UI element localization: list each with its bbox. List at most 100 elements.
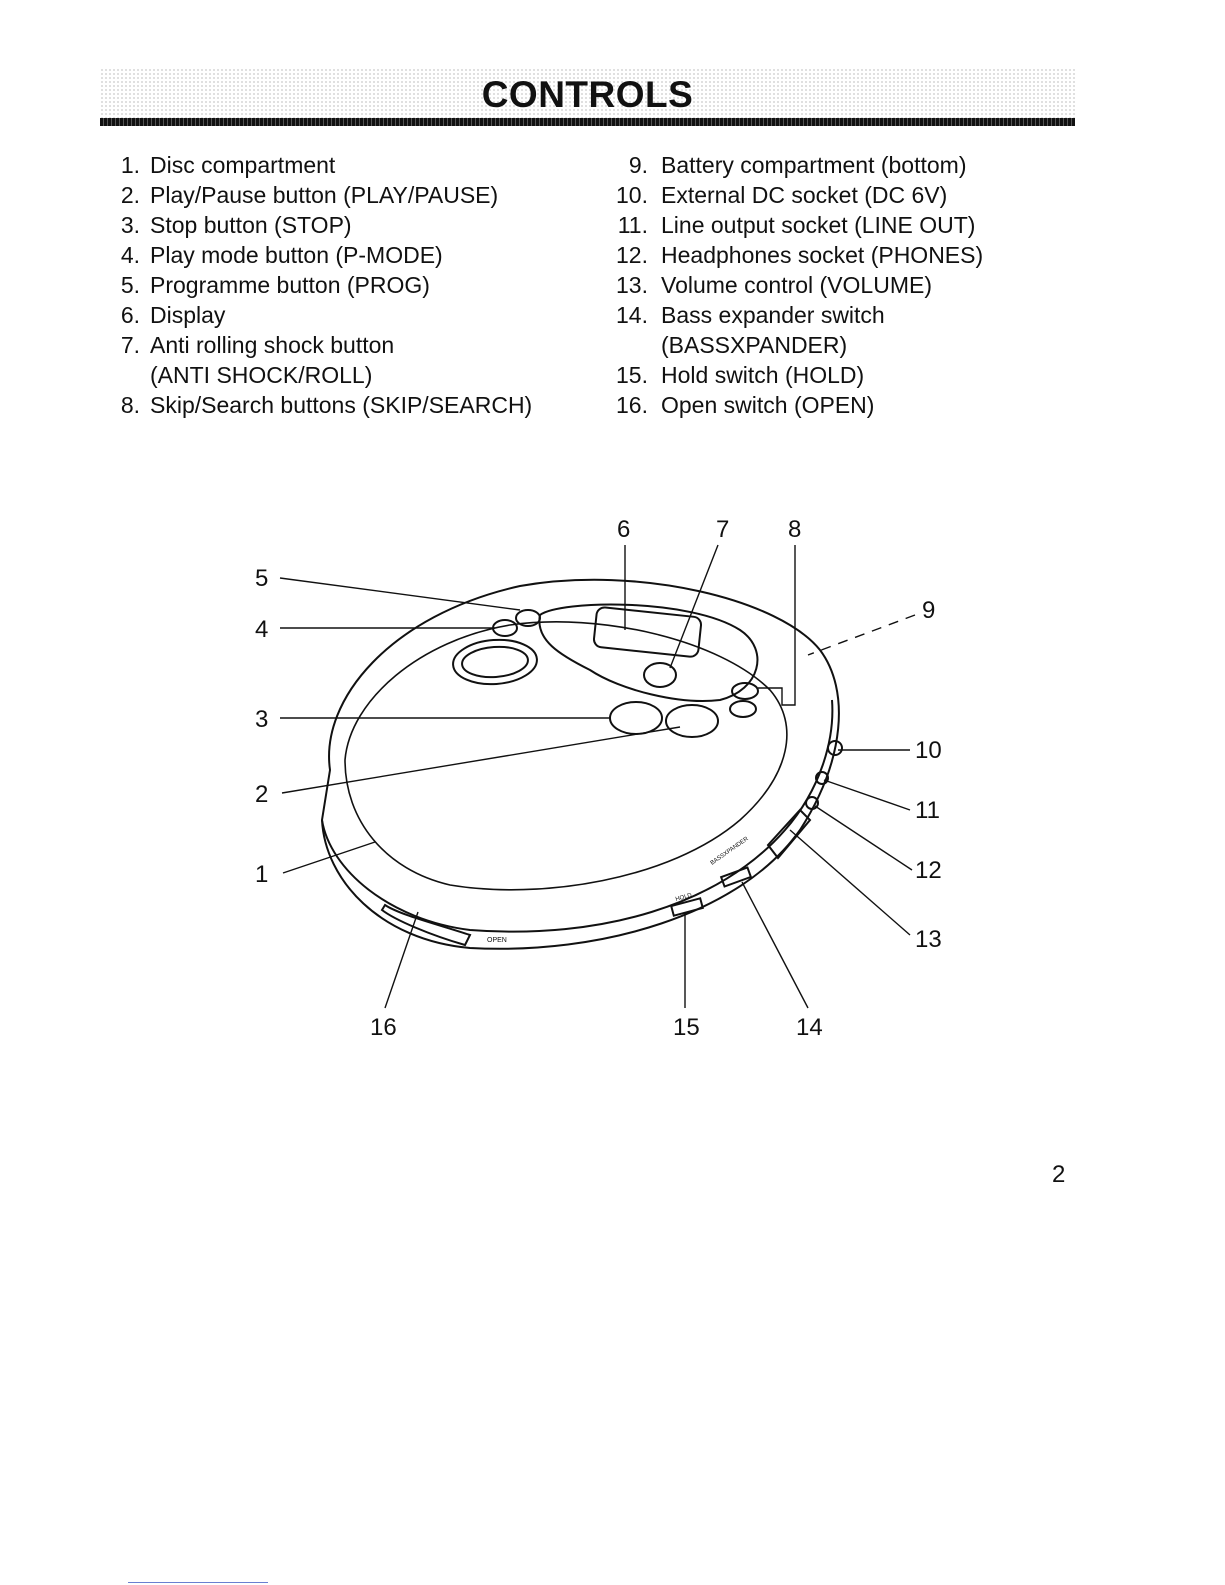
item-number: 16.	[616, 392, 648, 418]
callout-9: 9	[922, 597, 935, 624]
device-label-hold: HOLD	[675, 893, 693, 903]
list-item: 13. Volume control (VOLUME)	[608, 270, 1068, 300]
page-number: 2	[1052, 1161, 1066, 1188]
leader-7	[669, 544, 719, 669]
bass-switch	[719, 866, 753, 888]
callout-12: 12	[915, 857, 942, 884]
list-item: 15.Hold switch (HOLD)	[608, 360, 1068, 390]
item-number: 13.	[616, 272, 648, 298]
list-item: 12. Headphones socket (PHONES)	[608, 240, 1068, 270]
skip-button-lower	[729, 700, 757, 718]
item-text: Play/Pause button (PLAY/PAUSE)	[150, 182, 499, 208]
item-number: 9.	[628, 152, 648, 178]
large-oval-button	[452, 638, 538, 686]
footer-link-underline	[128, 1582, 268, 1583]
anti-shock-button	[643, 662, 677, 688]
callout-8: 8	[788, 516, 801, 543]
callout-numbers: 5 4 3 2 1 6 7 8 9 10 11 12 13 14 15 16	[255, 516, 942, 1041]
large-oval-button-inner	[461, 645, 529, 679]
item-number: 11.	[617, 212, 648, 238]
item-number: 8.	[120, 392, 140, 418]
prog-button	[515, 609, 541, 627]
list-item: 7. Anti rolling shock button	[115, 330, 595, 360]
controls-list-right: 9. Battery compartment (bottom) 10. Extern…	[608, 150, 1068, 420]
item-number: 10.	[616, 182, 648, 208]
dc-socket	[827, 740, 843, 756]
control-plate	[538, 603, 759, 702]
cd-player-diagram: OPEN HOLD BASSXPANDER 5 4 3 2 1 6 7 8 9 …	[255, 516, 942, 1041]
play-pause-button	[665, 704, 719, 738]
list-item: 16.Open switch (OPEN)	[608, 390, 1068, 420]
item-number: 7.	[120, 332, 140, 358]
stop-button	[609, 701, 663, 735]
callout-10: 10	[915, 737, 942, 764]
list-item: 3.Stop button (STOP)	[115, 210, 595, 240]
list-item-continuation: (ANTI SHOCK/ROLL)	[115, 360, 595, 390]
item-text: Headphones socket (PHONES)	[661, 242, 984, 268]
item-text: Bass expander switch	[661, 302, 885, 328]
item-text: Volume control (VOLUME)	[661, 272, 932, 298]
callout-2: 2	[255, 781, 268, 808]
item-text: Disc compartment	[150, 152, 336, 178]
phones-socket	[805, 796, 819, 810]
callout-14: 14	[796, 1014, 823, 1041]
list-item-continuation: (BASSXPANDER)	[608, 330, 1068, 360]
list-item: 11. Line output socket (LINE OUT)	[608, 210, 1068, 240]
leader-5	[279, 577, 521, 611]
list-item: 14. Bass expander switch	[608, 300, 1068, 330]
leader-16	[384, 911, 419, 1009]
callout-15: 15	[673, 1014, 700, 1041]
item-number: 2.	[120, 182, 140, 208]
item-number: 5.	[120, 272, 140, 298]
callout-16: 16	[370, 1014, 397, 1041]
callout-6: 6	[617, 516, 630, 543]
list-item: 4.Play mode button (P-MODE)	[115, 240, 595, 270]
list-item: 10. External DC socket (DC 6V)	[608, 180, 1068, 210]
callout-1: 1	[255, 861, 268, 888]
leader-13	[789, 829, 911, 936]
leader-14	[741, 881, 809, 1009]
leader-12	[814, 805, 913, 871]
item-text: Anti rolling shock button	[150, 332, 395, 358]
item-text: Battery compartment (bottom)	[661, 152, 967, 178]
item-text: (BASSXPANDER)	[661, 332, 848, 358]
item-text: (ANTI SHOCK/ROLL)	[150, 362, 373, 388]
hold-switch	[669, 897, 705, 917]
callout-13: 13	[915, 926, 942, 953]
device-label-open: OPEN	[487, 937, 507, 944]
list-item: 1.Disc compartment	[115, 150, 595, 180]
device-outline	[320, 578, 843, 950]
item-number: 14.	[616, 302, 648, 328]
volume-wheel	[766, 808, 812, 860]
item-text: Display	[150, 302, 226, 328]
leader-2	[281, 726, 681, 794]
item-text: Line output socket (LINE OUT)	[661, 212, 976, 238]
leader-lines	[279, 544, 916, 1009]
item-number: 15.	[616, 362, 648, 388]
line-out-socket	[815, 771, 829, 785]
device-label-bass: BASSXPANDER	[710, 836, 750, 867]
page-title: CONTROLS	[481, 74, 694, 115]
device-body-outer	[320, 578, 840, 950]
callout-5: 5	[255, 565, 268, 592]
item-number: 12.	[616, 242, 648, 268]
item-text: Programme button (PROG)	[150, 272, 430, 298]
item-text: Skip/Search buttons (SKIP/SEARCH)	[150, 392, 533, 418]
header-halftone-band	[100, 68, 1075, 120]
leader-9	[807, 614, 916, 656]
callout-4: 4	[255, 616, 268, 643]
list-item: 2. Play/Pause button (PLAY/PAUSE)	[115, 180, 595, 210]
callout-3: 3	[255, 706, 268, 733]
skip-button-upper	[731, 682, 759, 700]
display-window	[592, 606, 703, 658]
list-item: 8. Skip/Search buttons (SKIP/SEARCH)	[115, 390, 595, 420]
leader-8	[758, 545, 796, 706]
callout-7: 7	[716, 516, 729, 543]
item-number: 4.	[120, 242, 140, 268]
disc-lid	[344, 621, 788, 891]
item-text: External DC socket (DC 6V)	[661, 182, 948, 208]
page-header: CONTROLS	[100, 60, 1075, 128]
list-item: 9. Battery compartment (bottom)	[608, 150, 1068, 180]
list-item: 5. Programme button (PROG)	[115, 270, 595, 300]
controls-list-left: 1.Disc compartment 2. Play/Pause button (…	[115, 150, 595, 420]
